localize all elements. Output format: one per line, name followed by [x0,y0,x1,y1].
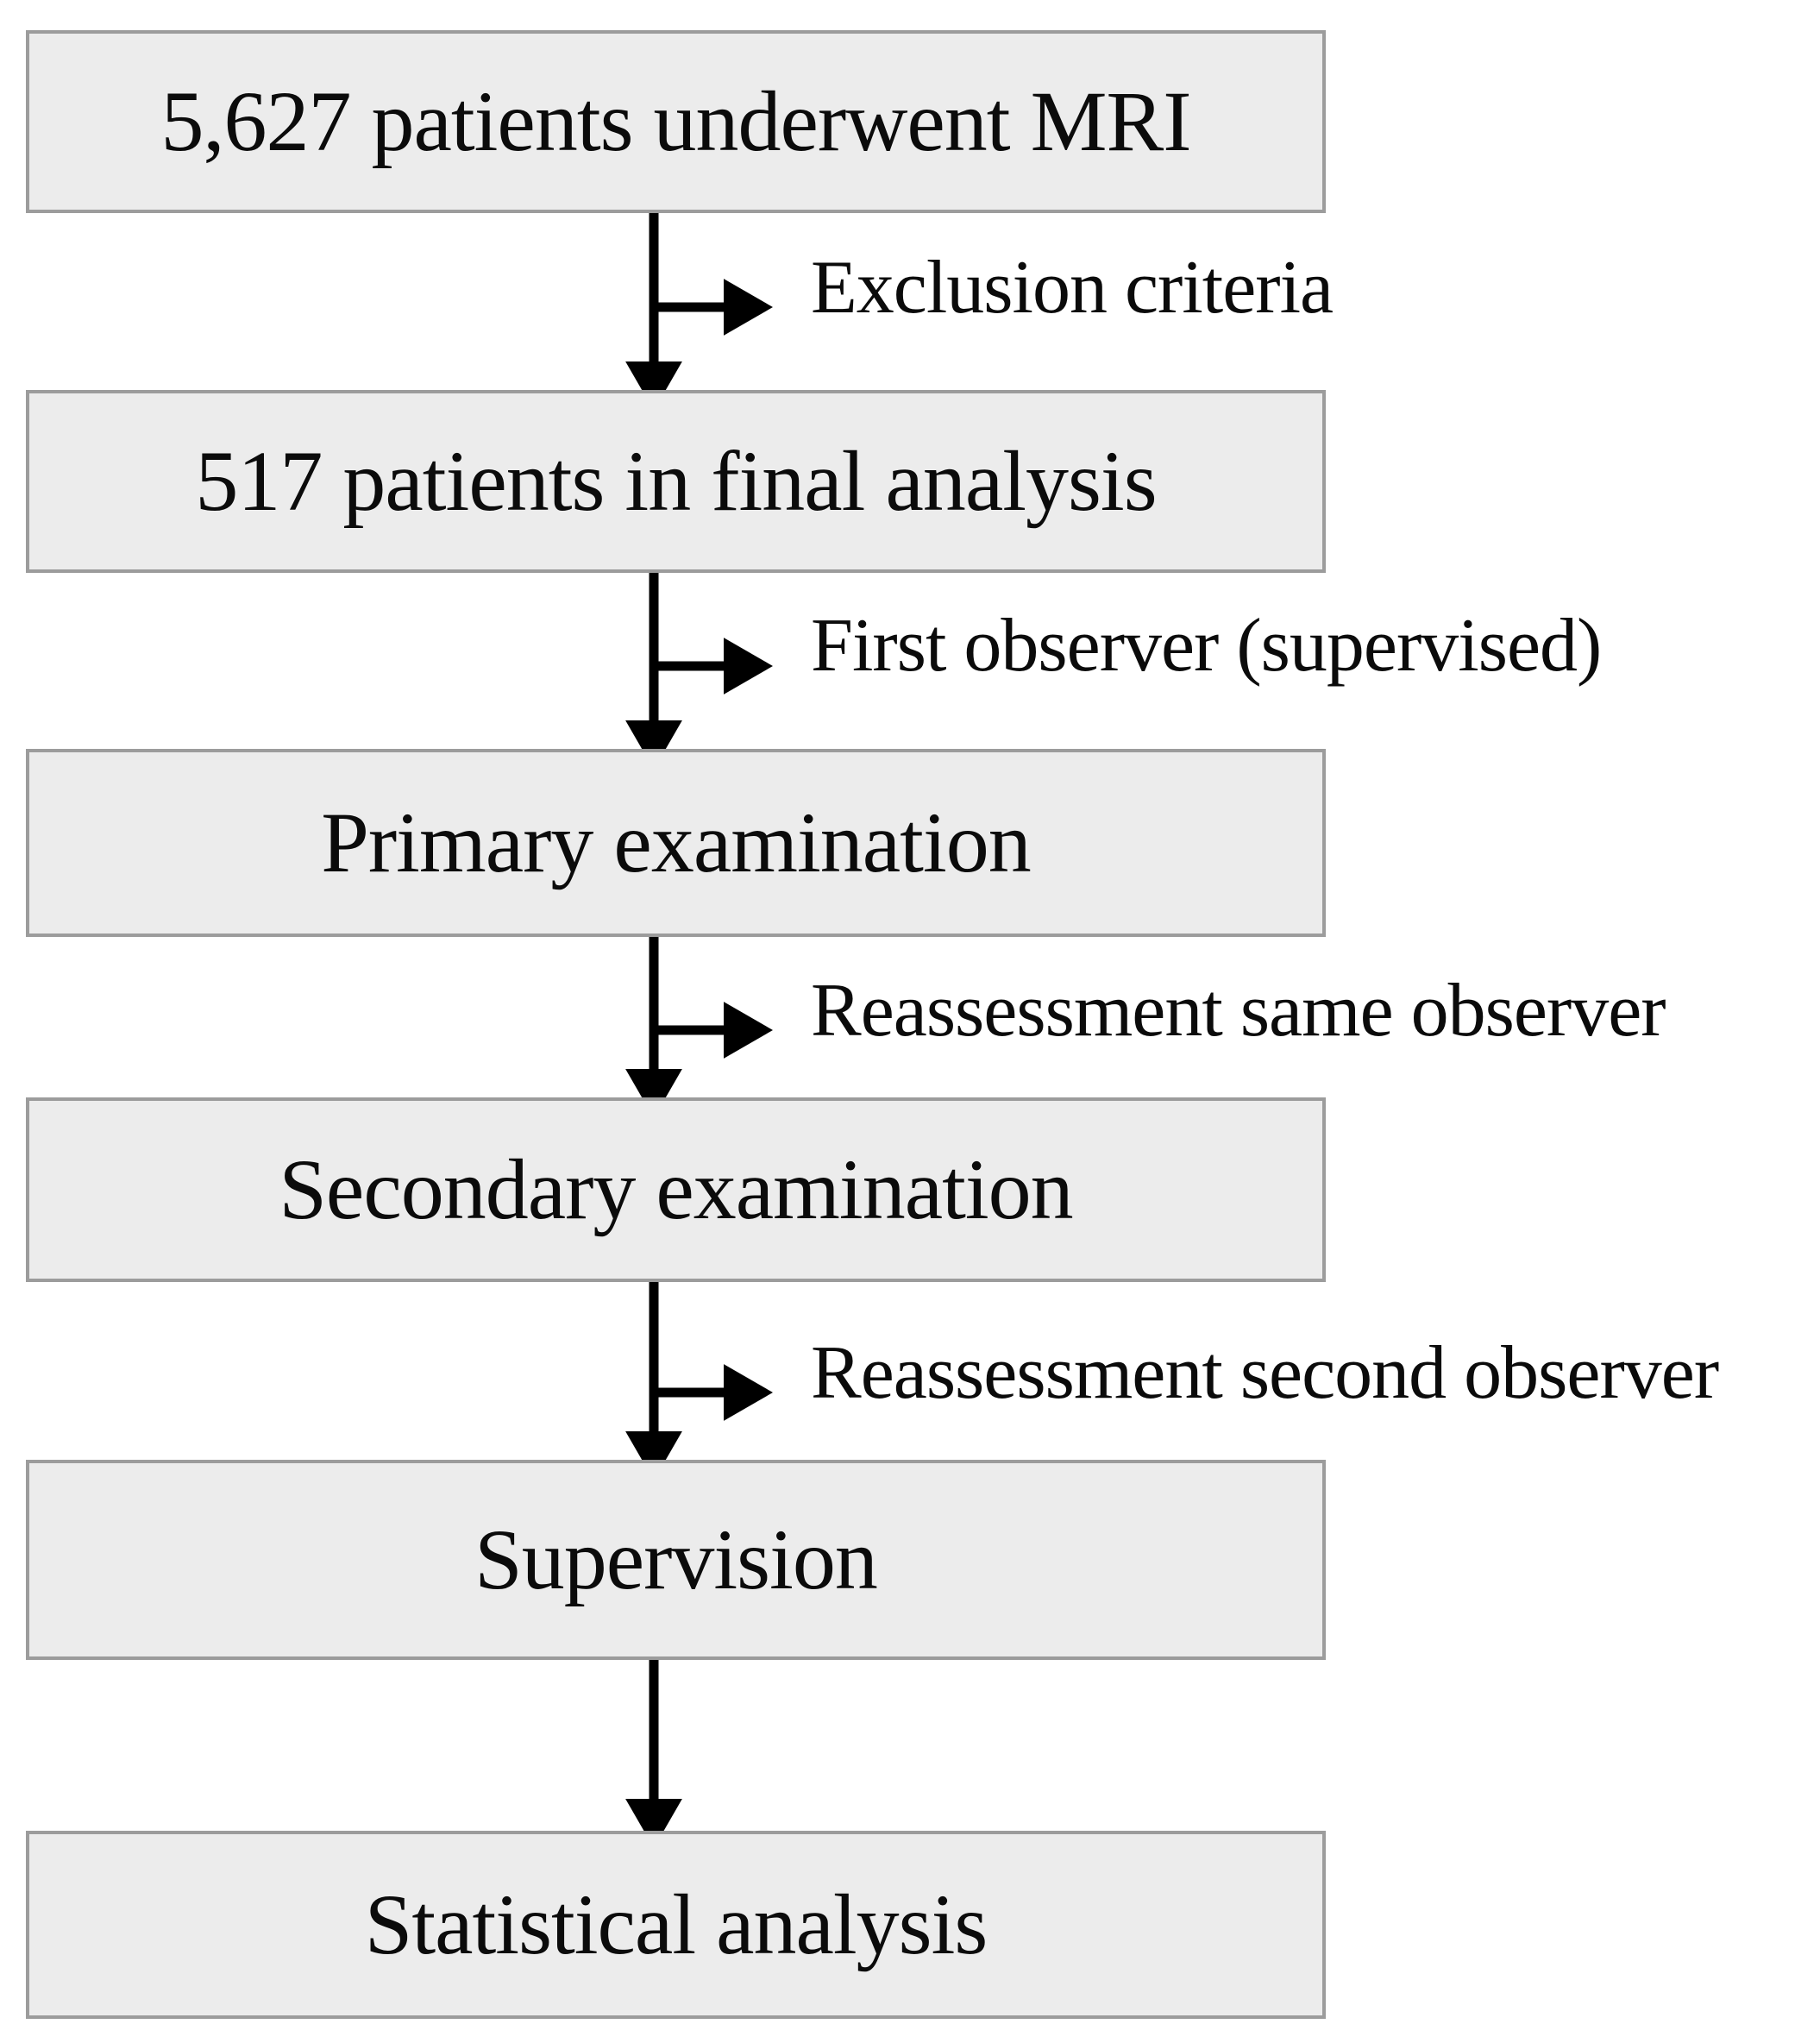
flow-node-label: Statistical analysis [364,1876,988,1972]
edge-label-exclusion-criteria: Exclusion criteria [811,246,1334,330]
connector-edge-2 [625,937,773,1118]
connector-edge-1 [625,573,773,770]
edge-label-reassessment-second-observer: Reassessment second observer [811,1331,1719,1415]
flow-node-label: 5,627 patients underwent MRI [160,73,1191,169]
flow-node-label: Primary examination [321,795,1031,890]
flow-node-label: 517 patients in final analysis [195,433,1157,529]
flow-node-supervision[interactable]: Supervision [26,1460,1326,1660]
flow-node-statistical-analysis[interactable]: Statistical analysis [26,1831,1326,2019]
flow-node-patients-final-analysis[interactable]: 517 patients in final analysis [26,390,1326,573]
flow-node-label: Secondary examination [279,1141,1073,1237]
edge-label-reassessment-same-observer: Reassessment same observer [811,969,1666,1053]
flow-node-primary-examination[interactable]: Primary examination [26,749,1326,937]
connector-edge-3 [625,1282,773,1480]
connector-edge-0 [625,213,773,411]
edge-label-first-observer: First observer (supervised) [811,604,1602,688]
flow-node-patients-underwent-mri[interactable]: 5,627 patients underwent MRI [26,30,1326,213]
flow-node-label: Supervision [474,1512,878,1607]
flow-node-secondary-examination[interactable]: Secondary examination [26,1097,1326,1282]
